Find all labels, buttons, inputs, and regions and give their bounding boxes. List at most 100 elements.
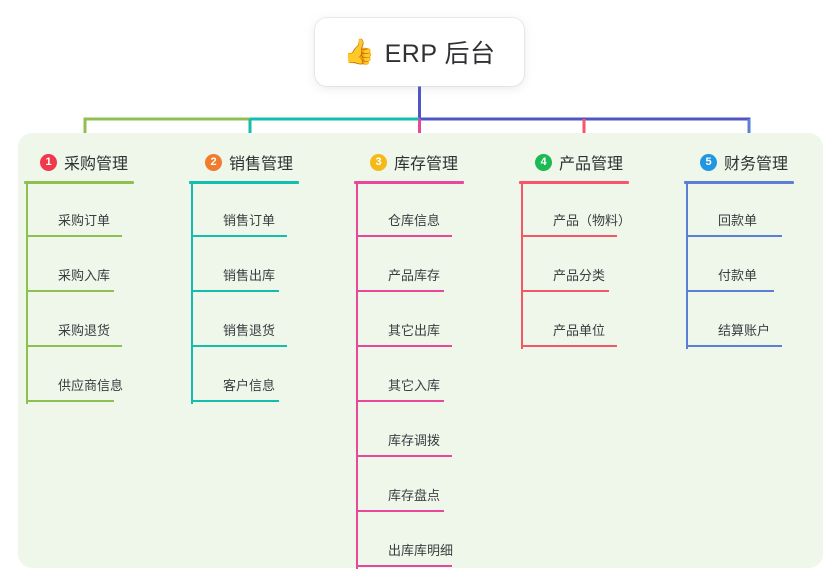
item-underline	[521, 290, 609, 292]
thumbs-up-icon: 👍	[343, 37, 375, 66]
list-item-label: 仓库信息	[388, 213, 441, 228]
item-trunk-line	[356, 294, 358, 349]
list-item[interactable]: 付款单	[686, 239, 794, 294]
item-trunk-line	[686, 239, 688, 294]
list-item-label: 回款单	[718, 213, 758, 228]
column-title-2: 销售管理	[229, 156, 294, 173]
item-trunk-line	[191, 349, 193, 404]
list-item[interactable]: 回款单	[686, 184, 794, 239]
list-item[interactable]: 其它入库	[356, 349, 464, 404]
item-underline	[26, 400, 114, 402]
item-underline	[191, 290, 279, 292]
item-underline	[686, 290, 774, 292]
list-item[interactable]: 出库库明细	[356, 514, 464, 569]
item-underline	[356, 290, 444, 292]
list-item[interactable]: 客户信息	[191, 349, 299, 404]
list-item[interactable]: 产品（物料）	[521, 184, 632, 239]
item-trunk-line	[521, 294, 523, 349]
list-item[interactable]: 库存盘点	[356, 459, 464, 514]
item-underline	[191, 235, 287, 237]
column-5: 5 财务管理回款单付款单结算账户	[684, 150, 794, 349]
list-item[interactable]: 销售出库	[191, 239, 299, 294]
item-trunk-line	[356, 514, 358, 569]
column-2: 2 销售管理销售订单销售出库销售退货客户信息	[189, 150, 299, 404]
column-rule-4	[519, 181, 629, 184]
list-item[interactable]: 销售退货	[191, 294, 299, 349]
list-item[interactable]: 其它出库	[356, 294, 464, 349]
list-item[interactable]: 结算账户	[686, 294, 794, 349]
column-1: 1 采购管理采购订单采购入库采购退货供应商信息	[24, 150, 134, 404]
item-underline	[356, 565, 452, 567]
column-items-1: 采购订单采购入库采购退货供应商信息	[26, 184, 134, 404]
list-item-label: 付款单	[718, 268, 758, 283]
list-item-label: 其它入库	[388, 378, 441, 393]
item-underline	[521, 235, 617, 237]
item-trunk-line	[191, 239, 193, 294]
column-title-3: 库存管理	[394, 156, 459, 173]
list-item-label: 库存调拨	[388, 433, 441, 448]
column-header-1[interactable]: 1 采购管理	[36, 150, 134, 174]
modules-panel	[18, 133, 823, 568]
list-item-label: 供应商信息	[58, 378, 124, 393]
item-trunk-line	[686, 184, 688, 239]
item-trunk-line	[356, 184, 358, 239]
column-badge-3: 3	[370, 153, 387, 171]
item-trunk-line	[356, 404, 358, 459]
item-trunk-line	[26, 294, 28, 349]
list-item-label: 采购订单	[58, 213, 111, 228]
list-item[interactable]: 供应商信息	[26, 349, 134, 404]
column-rule-1	[24, 181, 134, 184]
item-trunk-line	[356, 349, 358, 404]
list-item-label: 产品单位	[553, 323, 606, 338]
item-trunk-line	[26, 184, 28, 239]
list-item[interactable]: 采购入库	[26, 239, 134, 294]
list-item-label: 销售出库	[223, 268, 276, 283]
item-trunk-line	[26, 239, 28, 294]
root-node[interactable]: 👍 ERP 后台	[315, 18, 524, 86]
list-item-label: 采购入库	[58, 268, 111, 283]
item-trunk-line	[26, 349, 28, 404]
column-header-2[interactable]: 2 销售管理	[201, 150, 299, 174]
root-title: ERP 后台	[384, 40, 496, 68]
item-trunk-line	[356, 459, 358, 514]
column-title-1: 采购管理	[64, 156, 129, 173]
column-badge-2: 2	[205, 153, 222, 171]
column-rule-2	[189, 181, 299, 184]
column-header-3[interactable]: 3 库存管理	[366, 150, 464, 174]
list-item-label: 产品库存	[388, 268, 441, 283]
column-header-5[interactable]: 5 财务管理	[696, 150, 794, 174]
list-item[interactable]: 库存调拨	[356, 404, 464, 459]
item-underline	[356, 345, 452, 347]
column-badge-5: 5	[700, 153, 717, 171]
list-item[interactable]: 产品库存	[356, 239, 464, 294]
list-item-label: 销售退货	[223, 323, 276, 338]
item-trunk-line	[686, 294, 688, 349]
item-underline	[521, 345, 617, 347]
list-item-label: 产品（物料）	[553, 213, 632, 228]
list-item-label: 产品分类	[553, 268, 606, 283]
list-item[interactable]: 产品分类	[521, 239, 629, 294]
column-badge-1: 1	[40, 153, 57, 171]
list-item-label: 出库库明细	[388, 543, 454, 558]
column-rule-3	[354, 181, 464, 184]
column-header-4[interactable]: 4 产品管理	[531, 150, 629, 174]
list-item-label: 客户信息	[223, 378, 276, 393]
item-underline	[26, 290, 114, 292]
item-underline	[26, 345, 122, 347]
item-trunk-line	[521, 184, 523, 239]
list-item[interactable]: 采购订单	[26, 184, 134, 239]
list-item[interactable]: 仓库信息	[356, 184, 464, 239]
column-title-4: 产品管理	[559, 156, 624, 173]
column-title-5: 财务管理	[724, 156, 789, 173]
item-underline	[356, 455, 452, 457]
list-item-label: 其它出库	[388, 323, 441, 338]
list-item-label: 销售订单	[223, 213, 276, 228]
list-item[interactable]: 产品单位	[521, 294, 629, 349]
list-item[interactable]: 销售订单	[191, 184, 299, 239]
column-badge-4: 4	[535, 153, 552, 171]
list-item[interactable]: 采购退货	[26, 294, 134, 349]
column-items-4: 产品（物料） 产品分类产品单位	[521, 184, 632, 349]
item-underline	[191, 400, 279, 402]
item-underline	[356, 510, 444, 512]
